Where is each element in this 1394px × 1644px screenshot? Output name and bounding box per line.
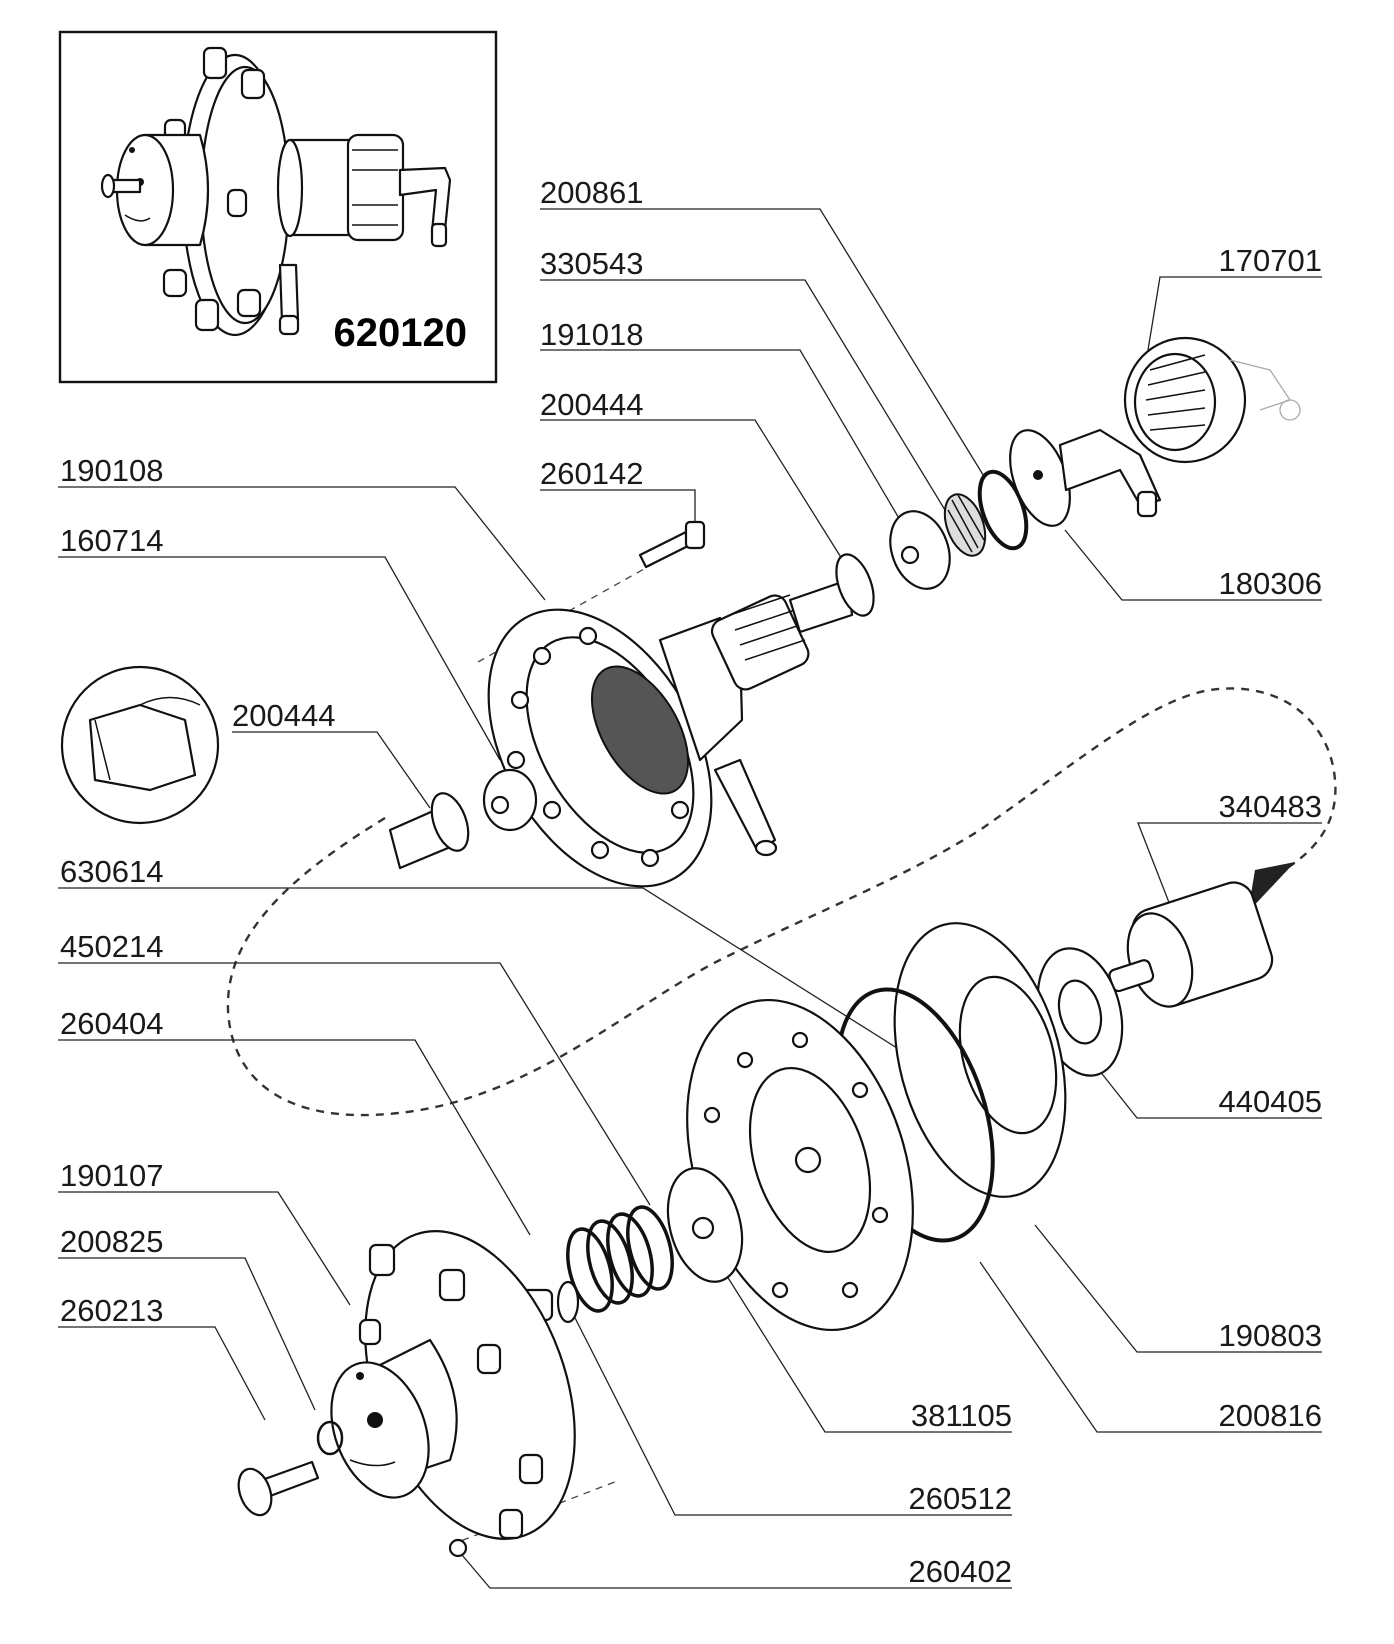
label-260142: 260142: [540, 456, 643, 491]
label-200825: 200825: [60, 1224, 163, 1259]
part-260142-screw: [638, 520, 706, 569]
part-340483-cap: [1108, 881, 1274, 1008]
label-260404: 260404: [60, 1006, 163, 1041]
part-160714-bushing: [482, 768, 538, 832]
leader-lines: [58, 208, 1322, 1589]
part-180306-elbow: [1009, 428, 1162, 527]
label-381105: 381105: [911, 1398, 1012, 1433]
part-630614-gasket: [686, 998, 914, 1332]
label-340483: 340483: [1219, 789, 1322, 824]
label-200816: 200816: [1219, 1398, 1322, 1433]
label-191018: 191018: [540, 317, 643, 352]
label-260512: 260512: [909, 1481, 1012, 1516]
assembly-number: 620120: [334, 311, 467, 355]
label-200861: 200861: [540, 175, 643, 210]
part-190803-diaphragm: [893, 922, 1067, 1198]
part-190108-body: [487, 594, 810, 888]
label-170701: 170701: [1219, 243, 1322, 278]
label-190107: 190107: [60, 1158, 163, 1193]
assembly-inset: [58, 30, 498, 384]
part-191018-seat: [889, 510, 951, 590]
detail-magnifier: [60, 665, 220, 825]
label-180306: 180306: [1219, 566, 1322, 601]
part-200861-o-ring: [977, 469, 1029, 551]
label-260402: 260402: [909, 1554, 1012, 1589]
part-260213-screw: [237, 1460, 320, 1517]
label-450214: 450214: [60, 929, 163, 964]
label-200444-top: 200444: [540, 387, 643, 422]
label-200444-detail: 200444: [232, 698, 335, 733]
part-190107-cover: [330, 1230, 576, 1540]
label-330543: 330543: [540, 246, 643, 281]
label-630614: 630614: [60, 854, 163, 889]
part-200825-o-ring: [316, 1420, 344, 1456]
part-200444-valve-top: [788, 553, 875, 634]
part-170701-nut: [1123, 336, 1301, 464]
part-200444-valve-lower: [388, 792, 470, 870]
part-330543-filter: [943, 493, 987, 557]
label-260213: 260213: [60, 1293, 163, 1328]
label-160714: 160714: [60, 523, 163, 558]
part-381105-washer: [666, 1167, 744, 1283]
part-labels: 200861 330543 191018 200444 260142 19010…: [60, 175, 1322, 1589]
arrowhead-icon: [1248, 862, 1295, 912]
label-440405: 440405: [1219, 1084, 1322, 1119]
part-260402-nut: [448, 1538, 468, 1558]
part-260512-washer: [556, 1280, 580, 1324]
label-190803: 190803: [1219, 1318, 1322, 1353]
label-190108: 190108: [60, 453, 163, 488]
part-450214-spring: [566, 1205, 674, 1313]
assembly-path-dashed: [226, 687, 1337, 1117]
